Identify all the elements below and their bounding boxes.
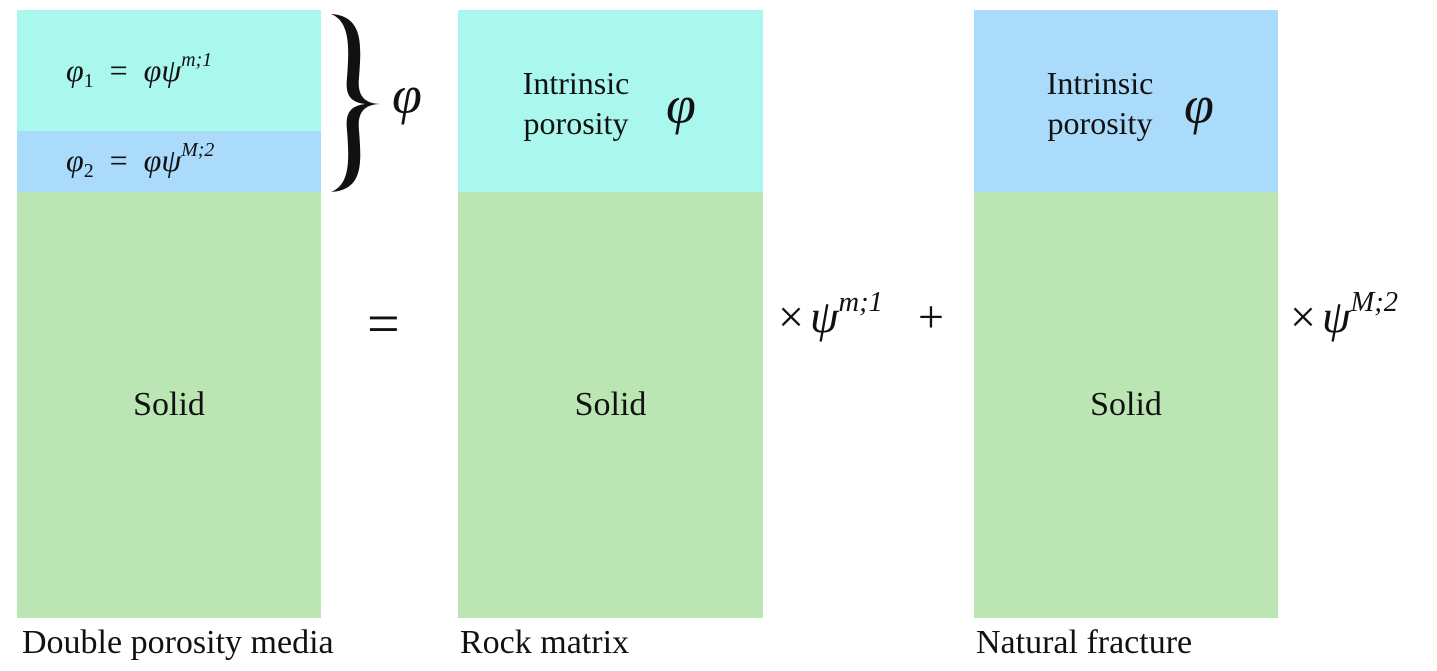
rock-matrix-intrinsic-porosity-label: Intrinsic porosity <box>522 65 630 141</box>
equals-sign: = <box>367 291 400 356</box>
fracture-caption: Natural fracture <box>976 624 1193 661</box>
times-psi-m1-operator: ×ψm;1 <box>778 286 883 342</box>
plus-sign: + <box>918 291 944 342</box>
rock-matrix-caption: Rock matrix <box>460 624 630 661</box>
rock-matrix-solid-label: Solid <box>574 386 647 423</box>
rock-matrix-phi-symbol: φ <box>666 75 696 135</box>
double-media-fracture-pore-block <box>17 131 321 192</box>
double-media-caption: Double porosity media <box>22 624 334 661</box>
rock-matrix-pore-block <box>458 10 763 192</box>
fracture-pore-block <box>974 10 1278 192</box>
times-psi-M2-operator: ×ψM;2 <box>1290 286 1399 342</box>
brace-phi-symbol: φ <box>392 65 422 125</box>
double-media-matrix-pore-block <box>17 10 321 131</box>
double-media-solid-label: Solid <box>133 386 205 423</box>
fracture-solid-label: Solid <box>1090 386 1162 423</box>
fracture-intrinsic-porosity-label: Intrinsic porosity <box>1046 65 1154 141</box>
rock-matrix-solid-block <box>458 192 763 618</box>
phi1-equation: φ1 = φψm;1 <box>66 49 213 92</box>
fracture-solid-block <box>974 192 1278 618</box>
phi2-equation: φ2 = φψM;2 <box>66 139 215 182</box>
curly-brace-icon <box>331 14 381 192</box>
fracture-phi-symbol: φ <box>1184 75 1214 135</box>
double-media-solid-block <box>17 192 321 618</box>
